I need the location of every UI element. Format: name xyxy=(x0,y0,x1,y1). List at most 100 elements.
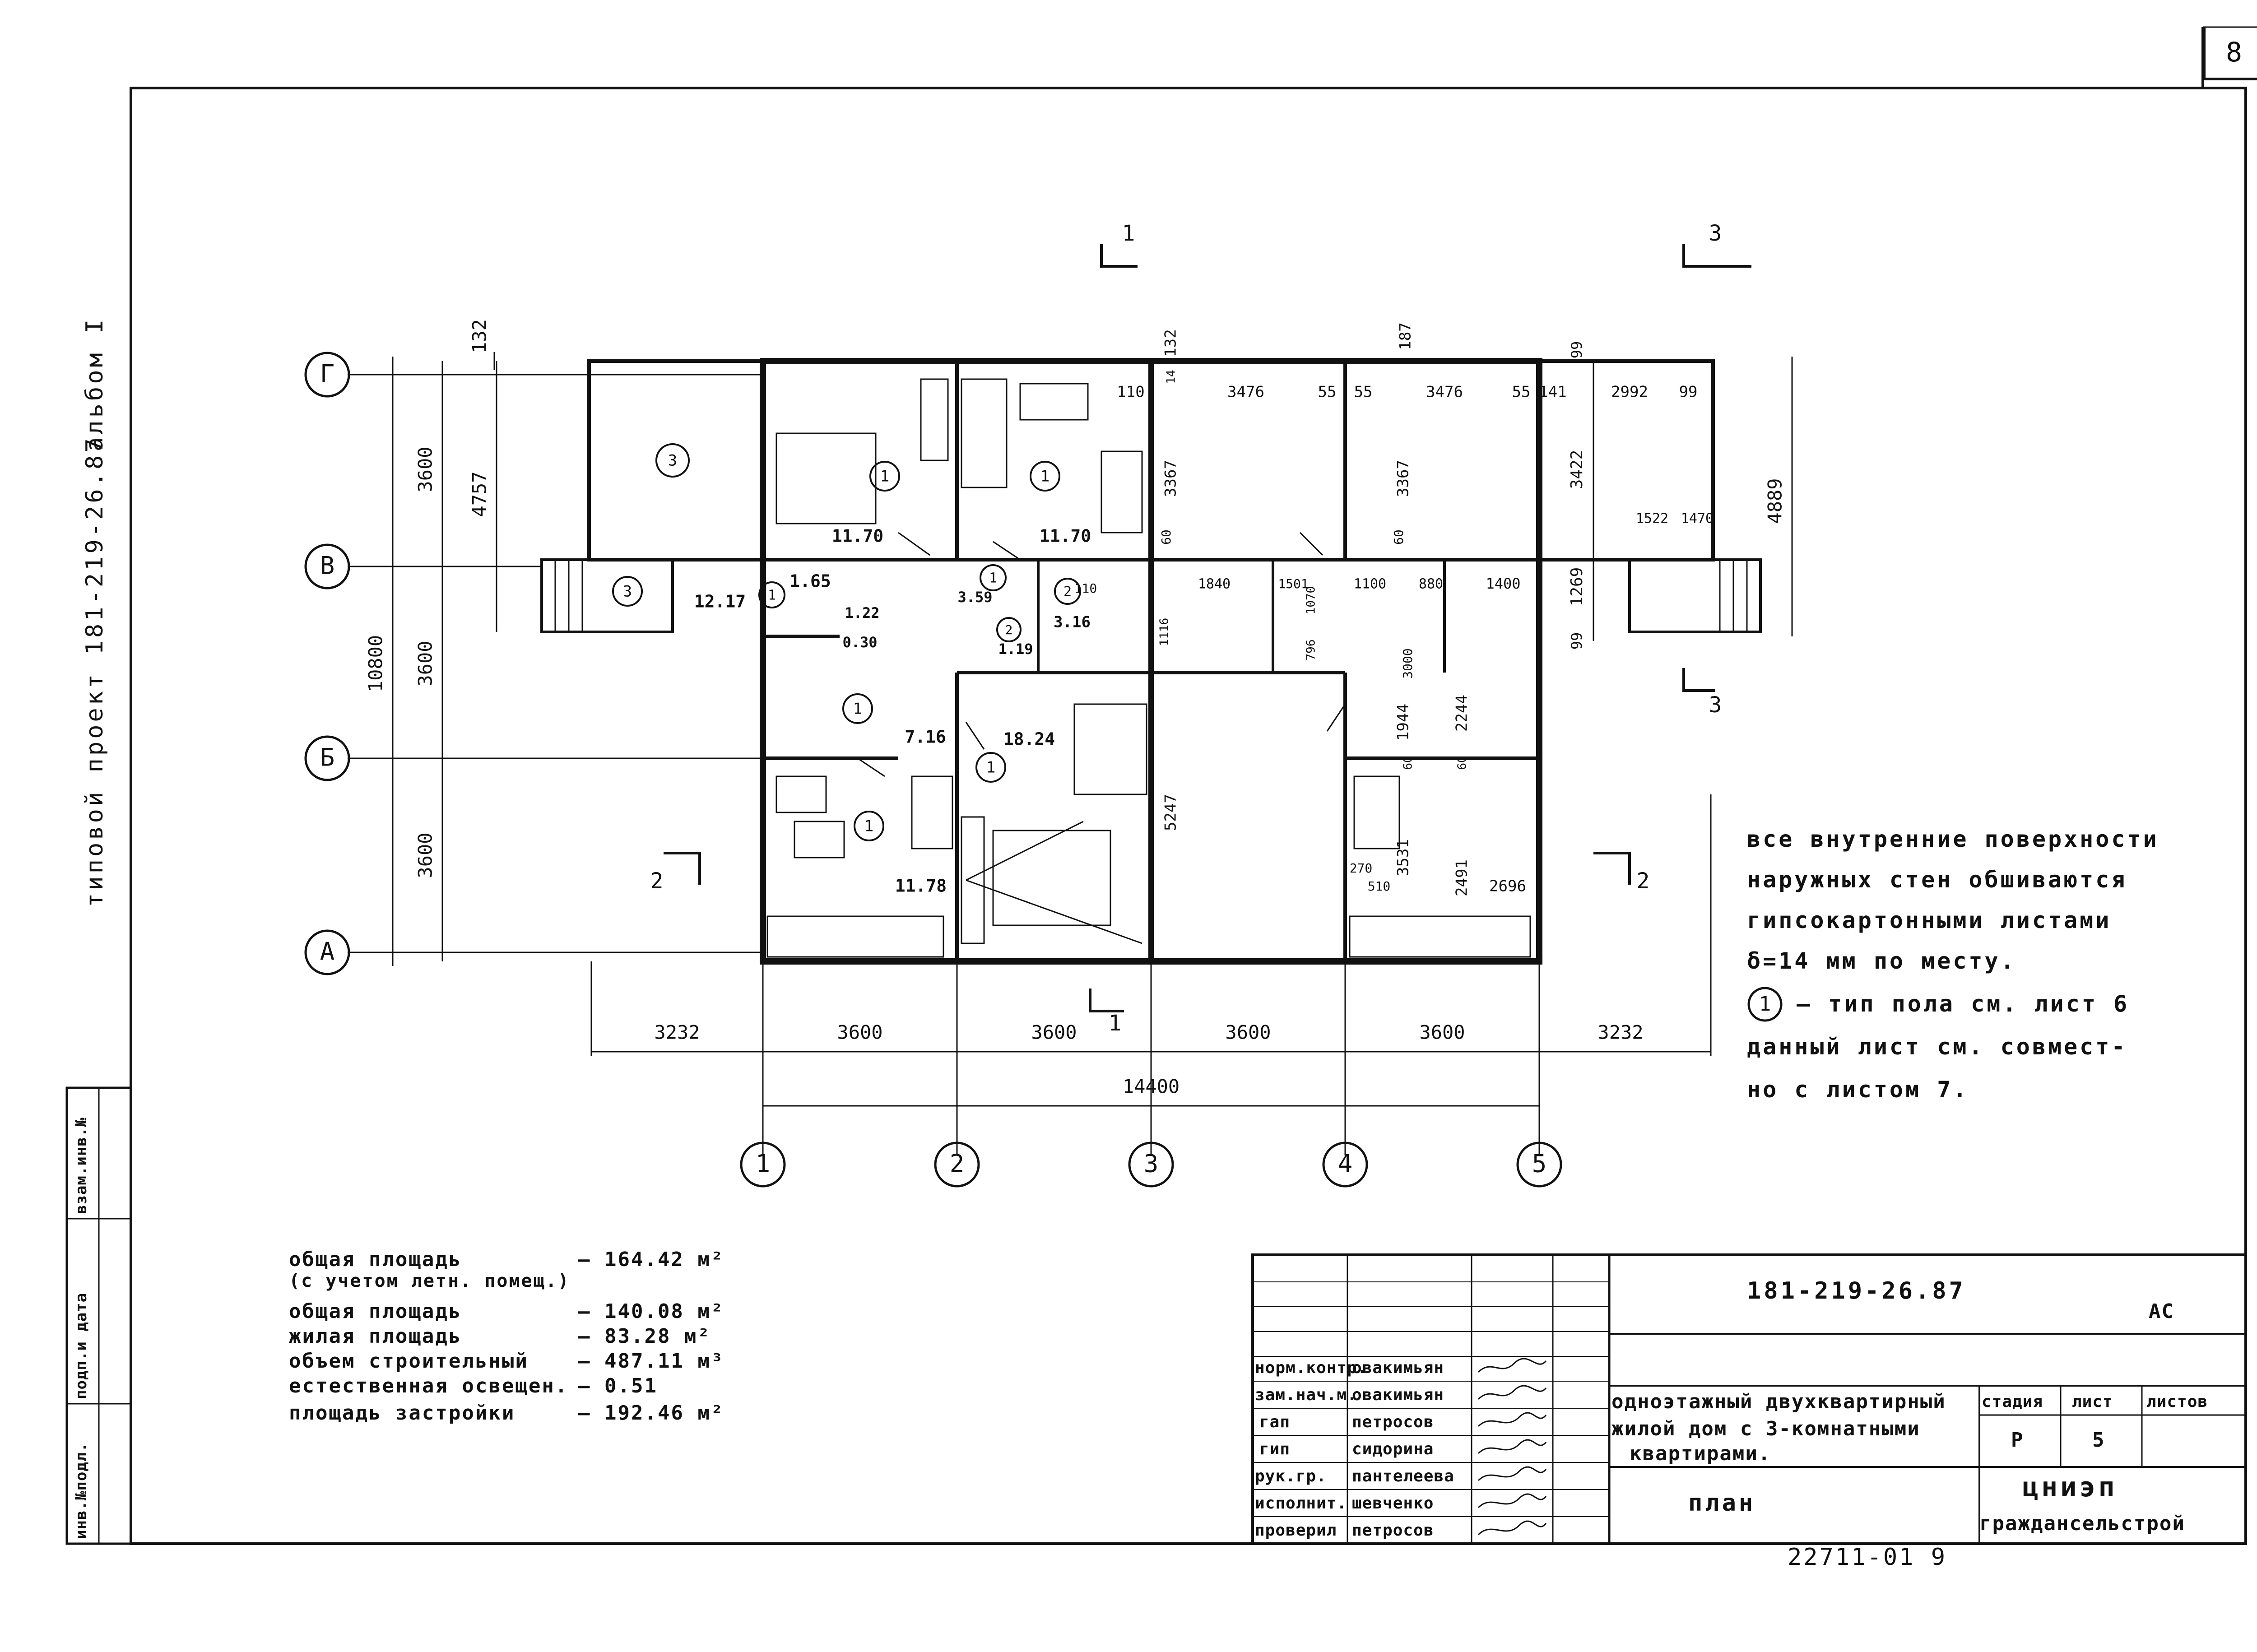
organization-name: цниэп xyxy=(2022,1471,2118,1503)
dim-left-upper: 4757 xyxy=(469,471,491,517)
sheet-number: 8 xyxy=(2203,27,2257,80)
section-mark-1-bottom: 1 xyxy=(1109,1011,1122,1036)
role-label: проверил xyxy=(1255,1521,1337,1540)
title-line: квартирами. xyxy=(1630,1442,1771,1465)
plan-dim: 1501 xyxy=(1278,576,1308,591)
plan-dim: 3476 xyxy=(1227,383,1264,401)
sheet-value: 5 xyxy=(2092,1429,2105,1452)
section-mark-2-left: 2 xyxy=(650,868,664,894)
plan-dim: 1840 xyxy=(1198,576,1231,592)
floor-type-marker: 1 xyxy=(880,468,889,486)
stamp-col-inv: инв.№подл. xyxy=(72,1442,90,1539)
plan-dim: 2696 xyxy=(1489,877,1526,896)
plan-dim: 1522 xyxy=(1636,511,1668,527)
room-area: 0.30 xyxy=(842,634,877,651)
plan-dim: 3000 xyxy=(1400,648,1415,678)
plan-dim: 110 xyxy=(1117,383,1144,401)
plan-dim: 5247 xyxy=(1162,794,1180,831)
dim-bottom-2: 3600 xyxy=(837,1021,882,1044)
floor-type-marker: 2 xyxy=(1063,584,1072,600)
role-label: гап xyxy=(1259,1413,1291,1431)
dim-bottom-3: 3600 xyxy=(1031,1021,1077,1044)
plan-dim: 55 xyxy=(1318,383,1337,401)
note-line: гипсокартонными листами xyxy=(1747,907,2112,933)
area-row: жилая площадь— 83.28 м² xyxy=(289,1325,711,1348)
plan-dim: 2992 xyxy=(1611,383,1648,401)
plan-dim: 132 xyxy=(1162,329,1180,357)
plan-dim: 55 xyxy=(1512,383,1531,401)
plan-dim: 2244 xyxy=(1453,695,1471,732)
dim-right-small-2: 3422 xyxy=(1568,450,1586,489)
room-area: 3.59 xyxy=(957,589,992,606)
terrace-type-marker: 3 xyxy=(668,452,677,470)
dim-left-1: 3600 xyxy=(414,446,437,492)
plan-dim: 60 xyxy=(1456,756,1469,770)
area-row: площадь застройки— 192.46 м² xyxy=(289,1401,724,1425)
floor-type-marker: 1 xyxy=(1040,468,1050,486)
area-row: объем строительный— 487.11 м³ xyxy=(289,1350,724,1373)
note-circled-marker: 1 xyxy=(1759,993,1771,1016)
dim-bottom-6: 3232 xyxy=(1598,1021,1643,1044)
axis-label-b: Б xyxy=(320,743,335,772)
note-line: — тип пола см. лист 6 xyxy=(1797,991,2130,1017)
plan-dim: 187 xyxy=(1397,322,1415,350)
dim-right-small-4: 99 xyxy=(1568,632,1585,650)
room-area: 11.70 xyxy=(1040,526,1091,546)
stamp-col-replace: взам.инв.№ xyxy=(72,1117,90,1214)
section-mark-1-top: 1 xyxy=(1122,221,1135,246)
dim-bottom-total: 14400 xyxy=(1123,1076,1180,1098)
room-area: 1.22 xyxy=(845,604,879,622)
person-name: сидорина xyxy=(1352,1440,1434,1458)
plan-dim: 1116 xyxy=(1158,618,1171,646)
stamp-col-sign: подп.и дата xyxy=(72,1292,90,1399)
room-area: 11.78 xyxy=(895,876,947,896)
album-side-label: альбом I xyxy=(81,316,108,451)
section-mark-3-bottom: 3 xyxy=(1709,692,1722,718)
floor-type-marker: 1 xyxy=(853,700,862,718)
room-area: 3.16 xyxy=(1054,613,1091,631)
axis-label-4: 4 xyxy=(1338,1150,1353,1178)
floor-type-marker: 1 xyxy=(989,571,997,586)
person-name: шевченко xyxy=(1352,1494,1434,1513)
dim-left-3: 3600 xyxy=(414,832,437,878)
role-label: рук.гр. xyxy=(1255,1467,1327,1485)
person-name: петросов xyxy=(1352,1413,1434,1431)
role-label: гип xyxy=(1259,1440,1291,1458)
plan-dim: 2491 xyxy=(1453,859,1471,896)
title-line: жилой дом с 3-комнатными xyxy=(1611,1417,1920,1440)
project-side-label: типовой проект 181-219-26.87 xyxy=(81,436,108,907)
sheet-header: лист xyxy=(2072,1392,2113,1411)
plan-dim: 1070 xyxy=(1305,586,1318,615)
plan-dim: 1944 xyxy=(1394,704,1412,741)
room-area: 12.17 xyxy=(694,592,746,612)
person-name: овакимьян xyxy=(1352,1359,1444,1377)
plan-dim: 510 xyxy=(1368,879,1391,894)
note-line: наружных стен обшиваются xyxy=(1747,867,2127,893)
note-line: данный лист см. совмест- xyxy=(1747,1034,2127,1060)
role-label: исполнит. xyxy=(1255,1494,1347,1513)
plan-dim: 880 xyxy=(1419,576,1443,592)
dim-right-total: 4889 xyxy=(1764,478,1786,524)
stage-value: Р xyxy=(2011,1429,2024,1452)
terrace-type-marker: 3 xyxy=(623,583,632,601)
archive-stamp: 22711-01 9 xyxy=(1788,1544,1947,1571)
signatures xyxy=(1477,1358,1547,1536)
plan-dim: 3367 xyxy=(1162,460,1180,497)
plan-dim: 3531 xyxy=(1394,839,1412,876)
plan-dim: 14 xyxy=(1165,370,1178,384)
room-area: 1.19 xyxy=(998,640,1033,658)
drawing-title: план xyxy=(1688,1490,1756,1517)
axis-label-a: А xyxy=(320,937,335,966)
stage-header: стадия xyxy=(1982,1392,2043,1411)
organization-subname: граждансельстрой xyxy=(1979,1512,2185,1535)
room-area: 1.65 xyxy=(789,571,831,591)
area-row: естественная освещен.— 0.51 xyxy=(289,1374,658,1397)
person-name: петросов xyxy=(1352,1521,1434,1540)
sheets-header: листов xyxy=(2146,1392,2208,1411)
dim-bottom-1: 3232 xyxy=(654,1021,700,1044)
room-area: 18.24 xyxy=(1003,729,1055,749)
title-line: одноэтажный двухквартирный xyxy=(1611,1390,1946,1413)
axis-label-5: 5 xyxy=(1532,1150,1547,1178)
person-name: пантелеева xyxy=(1352,1467,1454,1485)
